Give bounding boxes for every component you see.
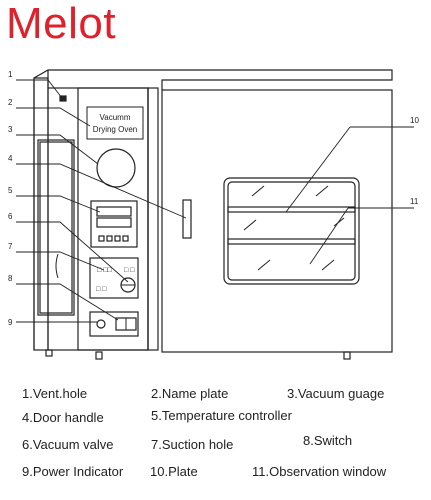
- oven-diagram: Vacumm Drying Oven □ □□ □ □ □ □: [8, 69, 419, 360]
- callout-10: 10: [410, 116, 419, 125]
- legend-item-power-indicator: 9.Power Indicator: [22, 464, 124, 479]
- name-plate-line1: Vacumm: [100, 113, 131, 122]
- observation-window: [223, 177, 360, 285]
- legend-item-temperature-controller: 5.Temperature controller: [151, 408, 292, 423]
- legend-item-suction-hole: 7.Suction hole: [151, 437, 234, 452]
- name-plate: Vacumm Drying Oven: [86, 106, 144, 140]
- legend-item-vent-hole: 1.Vent.hole: [22, 386, 88, 401]
- door-handle: [182, 199, 192, 239]
- svg-text:□ □: □ □: [124, 267, 135, 274]
- brand-logo: Melot: [6, 0, 117, 48]
- vacuum-gauge: [96, 148, 136, 188]
- name-plate-line2: Drying Oven: [93, 125, 137, 134]
- left-window: [37, 139, 75, 316]
- power-indicator: [96, 319, 106, 329]
- legend-item-plate: 10.Plate: [150, 464, 198, 479]
- oven-top: [33, 69, 393, 350]
- svg-text:□ □□: □ □□: [97, 267, 112, 274]
- callout-8: 8: [8, 274, 13, 283]
- oven-door: [147, 87, 393, 353]
- callout-9: 9: [8, 318, 13, 327]
- oven-legs: [45, 349, 351, 360]
- callout-4: 4: [8, 154, 13, 163]
- oven-side: [33, 77, 49, 351]
- temperature-controller: [90, 200, 138, 248]
- callout-6: 6: [8, 212, 13, 221]
- callout-11: 11: [410, 197, 419, 206]
- callout-3: 3: [8, 125, 13, 134]
- legend-item-door-handle: 4.Door handle: [22, 410, 104, 425]
- legend-item-vacuum-gauge: 3.Vacuum guage: [287, 386, 385, 401]
- leader-lines: [16, 79, 414, 323]
- callout-5: 5: [8, 186, 13, 195]
- svg-text:□ □: □ □: [96, 286, 107, 293]
- plate: [227, 206, 356, 245]
- valve-panel: □ □□ □ □ □ □: [89, 257, 139, 299]
- callout-2: 2: [8, 98, 13, 107]
- callout-numbers: 1 2 3 4 5 6 7 8 9 10 11: [8, 70, 419, 327]
- legend-item-vacuum-valve: 6.Vacuum valve: [22, 437, 114, 452]
- legend-item-switch: 8.Switch: [303, 433, 353, 448]
- power-panel: [89, 311, 139, 337]
- legend-item-name-plate: 2.Name plate: [151, 386, 229, 401]
- callout-7: 7: [8, 242, 13, 251]
- vent-hole: [59, 95, 67, 102]
- callout-1: 1: [8, 70, 13, 79]
- legend-item-observation-window: 11.Observation window: [252, 464, 387, 479]
